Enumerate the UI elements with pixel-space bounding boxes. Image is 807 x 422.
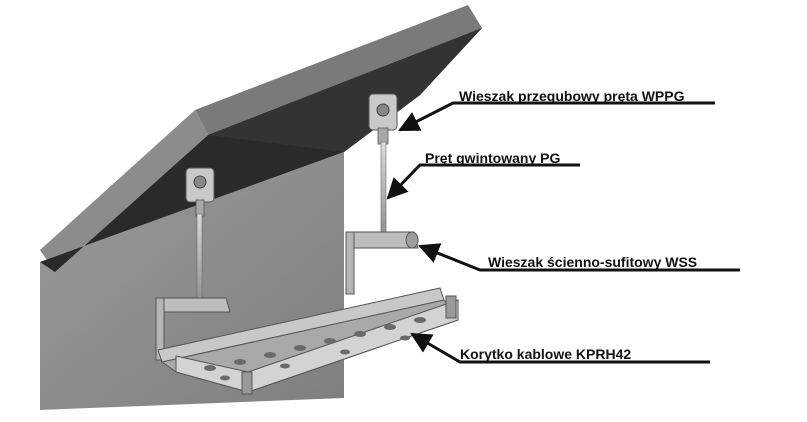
threaded-rod-left (196, 213, 203, 307)
leader-kprh (410, 332, 710, 364)
label-kprh: Korytko kablowe KPRH42 (460, 346, 632, 362)
leader-pg (386, 163, 580, 200)
articulated-hanger-left (185, 167, 215, 217)
articulated-hanger-right (368, 93, 398, 145)
label-pg: Pręt gwintowany PG (425, 150, 561, 166)
ceiling-underside-shade (208, 28, 482, 152)
cable-tray (157, 287, 459, 395)
wall-ceiling-bracket-right (345, 231, 419, 295)
ceiling-slab-edge (40, 110, 208, 272)
label-wss: Wieszak ścienno-sufitowy WSS (488, 254, 698, 270)
ceiling-slab-top (195, 5, 482, 135)
threaded-rod-right (380, 141, 387, 239)
label-wppg: Wieszak przegubowy pręta WPPG (459, 88, 685, 104)
leader-wppg (398, 101, 715, 132)
wall-ceiling-bracket-left (155, 297, 231, 361)
leader-wss (418, 243, 740, 272)
